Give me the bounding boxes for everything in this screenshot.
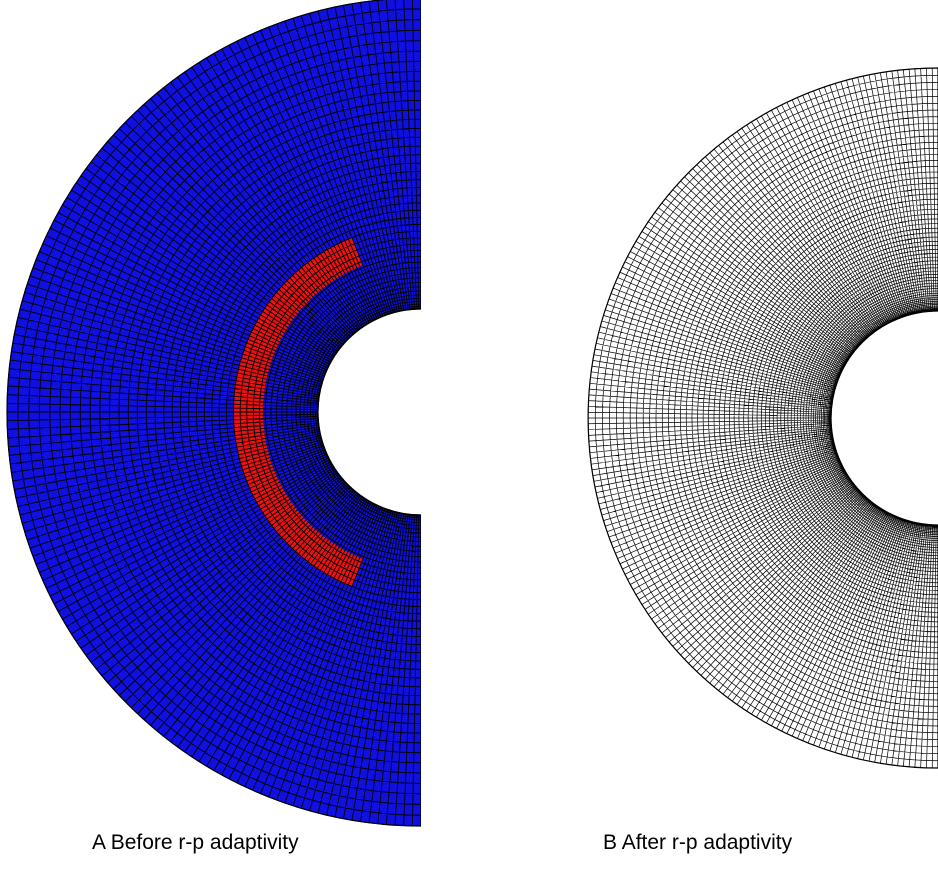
panel-b-caption: B After r-p adaptivity — [603, 830, 792, 856]
refined-element-band — [233, 237, 363, 587]
panel-a-caption: A Before r-p adaptivity — [92, 830, 299, 856]
panel-a-caption-text: Before r-p adaptivity — [110, 831, 299, 854]
panel-a-mesh — [6, 0, 421, 827]
panel-b-mesh — [587, 67, 938, 769]
mesh-grid-lines — [6, 0, 421, 827]
panel-b-caption-text: After r-p adaptivity — [621, 831, 793, 854]
mesh-grid-lines — [587, 67, 938, 769]
panel-a-letter: A — [92, 831, 105, 854]
panel-b-letter: B — [603, 831, 618, 854]
